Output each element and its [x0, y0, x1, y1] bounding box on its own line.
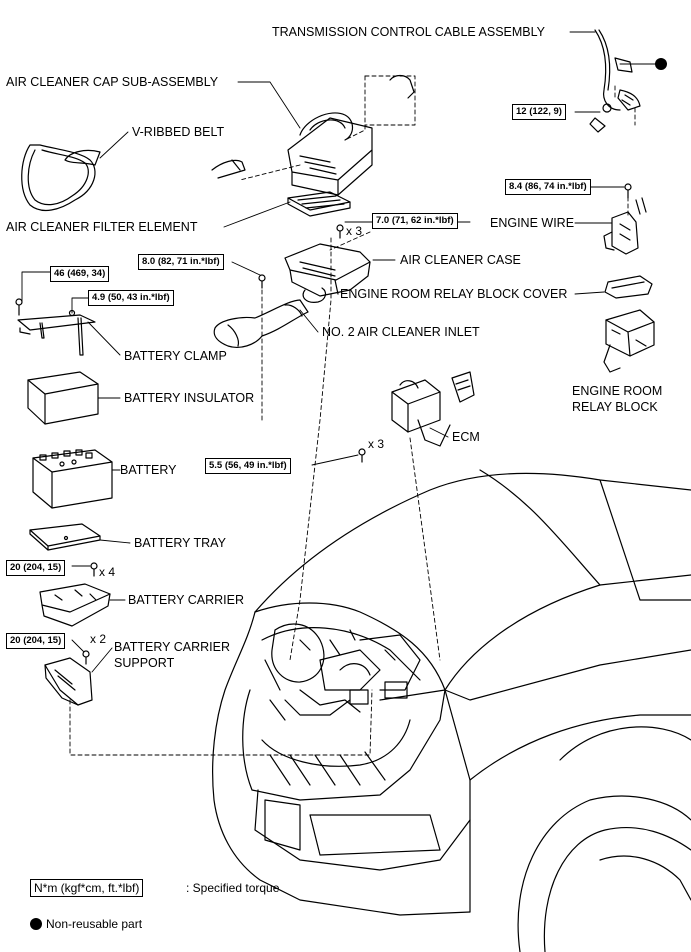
torque-case-bolt: 7.0 (71, 62 in.*lbf) [372, 213, 458, 229]
torque-cable-nut: 12 (122, 9) [512, 104, 566, 120]
nonreusable-marker [655, 58, 667, 70]
label-relay-block-cover: ENGINE ROOM RELAY BLOCK COVER [340, 287, 568, 301]
label-air-cleaner-filter: AIR CLEANER FILTER ELEMENT [6, 220, 198, 234]
label-battery: BATTERY [120, 463, 177, 477]
label-ecm: ECM [452, 430, 480, 444]
v-ribbed-belt-art [21, 144, 101, 212]
label-engine-wire: ENGINE WIRE [490, 216, 575, 230]
torque-engine-wire: 8.4 (86, 74 in.*lbf) [505, 179, 591, 195]
label-battery-carrier: BATTERY CARRIER [128, 593, 244, 607]
battery-art [32, 449, 113, 509]
legend-torque-box: N*m (kgf*cm, ft.*lbf) [30, 879, 144, 897]
label-leaders [21, 31, 656, 673]
torque-clamp-bolt: 46 (469, 34) [50, 266, 110, 282]
torque-carrier: 20 (204, 15) [6, 560, 66, 576]
transmission-cable-art [589, 29, 641, 133]
label-relay-block-line2: RELAY BLOCK [572, 400, 658, 414]
label-battery-clamp: BATTERY CLAMP [124, 349, 227, 363]
legend-nonreusable-dot [30, 918, 42, 930]
label-battery-tray: BATTERY TRAY [134, 536, 226, 550]
legend-nonreusable-text: Non-reusable part [46, 917, 143, 931]
battery-carrier-art [39, 562, 111, 627]
torque-clamp-nut: 4.9 (50, 43 in.*lbf) [88, 290, 174, 306]
mult-case: x 3 [346, 224, 363, 238]
vehicle-front [212, 469, 691, 952]
label-no2-inlet: NO. 2 AIR CLEANER INLET [322, 325, 480, 339]
torque-ecm: 5.5 (56, 49 in.*lbf) [205, 458, 291, 474]
label-v-ribbed-belt: V-RIBBED BELT [132, 125, 225, 139]
air-cleaner-case-art [284, 224, 371, 303]
label-battery-carrier-support-line1: BATTERY CARRIER [114, 640, 230, 654]
mult-ecm: x 3 [368, 437, 385, 451]
relay-block-art [603, 309, 655, 373]
torque-inlet: 8.0 (82, 71 in.*lbf) [138, 254, 224, 270]
battery-clamp-art [15, 298, 96, 356]
mult-carrier: x 4 [99, 565, 116, 579]
label-relay-block-line1: ENGINE ROOM [572, 384, 663, 398]
label-air-cleaner-case: AIR CLEANER CASE [400, 253, 521, 267]
label-transmission-cable: TRANSMISSION CONTROL CABLE ASSEMBLY [272, 25, 545, 39]
no2-inlet-art [213, 274, 309, 348]
label-air-cleaner-cap: AIR CLEANER CAP SUB-ASSEMBLY [6, 75, 219, 89]
battery-carrier-support-art [44, 650, 93, 706]
engine-wire-art [603, 183, 647, 255]
mult-carrier-support: x 2 [90, 632, 107, 646]
air-cleaner-cap-art [211, 74, 415, 196]
battery-tray-art [29, 523, 101, 551]
leader-dashes [69, 75, 636, 756]
air-cleaner-filter-art [287, 191, 351, 217]
label-battery-insulator: BATTERY INSULATOR [124, 391, 255, 405]
relay-block-cover-art [604, 275, 653, 299]
battery-insulator-art [27, 371, 99, 425]
legend-torque-text: : Specified torque [186, 881, 280, 895]
torque-carrier-support: 20 (204, 15) [6, 633, 66, 649]
label-battery-carrier-support-line2: SUPPORT [114, 656, 175, 670]
